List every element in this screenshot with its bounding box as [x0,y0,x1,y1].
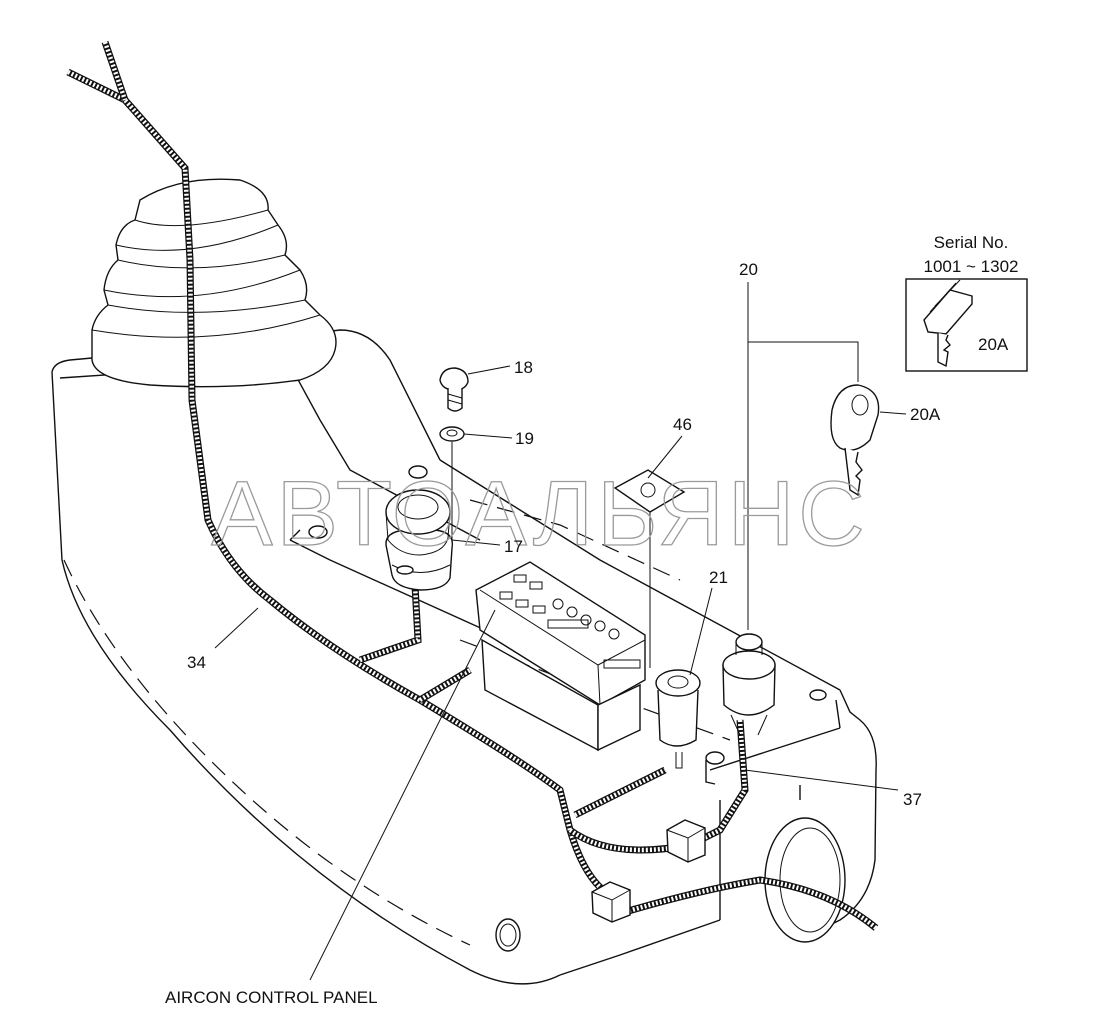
callout-46: 46 [673,415,692,434]
inset-key-icon [923,279,973,368]
part-46-decal [613,469,686,668]
callout-20: 20 [739,260,758,279]
callout-19: 19 [515,429,534,448]
connector-lower [591,881,631,923]
panel-buttons [499,574,641,669]
wire-harness-34 [66,40,879,931]
connector-upper [666,819,706,863]
watermark-text: АВТОАЛЬЯНС [211,463,869,565]
joystick-boot [91,178,337,388]
callout-37: 37 [903,790,922,809]
callout-34: 34 [187,653,206,672]
serial-inset [905,278,1028,372]
callout-21: 21 [709,568,728,587]
leader-lines [214,282,907,981]
part-18-screw [439,367,469,412]
serial-range: 1001 ~ 1302 [923,257,1018,276]
part-20-ignition-switch [722,633,776,736]
part-17-light [385,489,454,591]
inset-key-label: 20A [978,335,1009,354]
callout-20a: 20A [910,405,941,424]
aircon-control-panel [475,561,646,752]
callout-17: 17 [504,537,523,556]
part-20a-key [830,384,880,497]
callout-18: 18 [514,358,533,377]
part-21-socket [655,669,701,769]
caption-aircon-control-panel: AIRCON CONTROL PANEL [165,988,378,1007]
serial-title: Serial No. [934,233,1009,252]
